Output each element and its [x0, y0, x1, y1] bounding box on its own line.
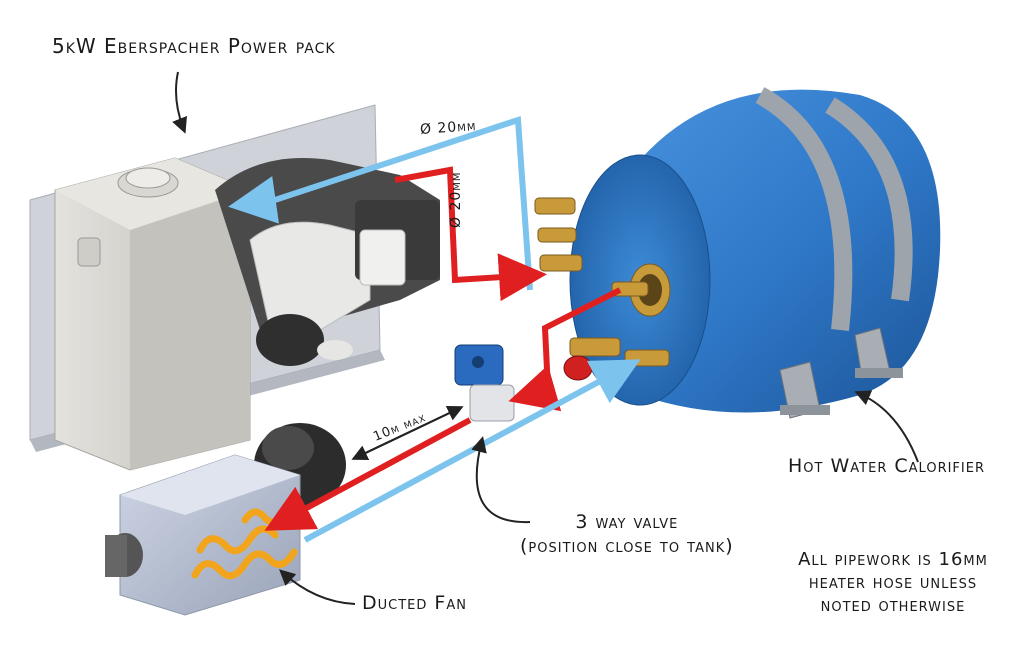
- three-way-valve: [454, 344, 515, 422]
- power-pack-label: 5kW Eberspacher Power pack: [52, 34, 336, 58]
- cold-pipe-return: [303, 359, 641, 543]
- note-line3: noted otherwise: [820, 595, 966, 616]
- cold-pipe-top: [228, 115, 533, 291]
- note-line2: heater hose unless: [808, 572, 978, 593]
- hot-pipe-valve: [508, 287, 622, 412]
- hot-pipe-fan: [264, 417, 472, 531]
- hot-pipe-out: [394, 166, 547, 302]
- note-line1: All pipework is 16mm: [798, 549, 988, 570]
- ducted-fan-box: [105, 454, 301, 616]
- pipework-note: All pipework is 16mm heater hose unless …: [788, 548, 998, 617]
- fuel-tank: [54, 157, 251, 471]
- annotation-arrows: [172, 71, 919, 605]
- vertical-pipe-dimension: Ø 20mm: [448, 171, 464, 228]
- heater-unit: [215, 158, 440, 366]
- valve-label-line2: (position close to tank): [520, 535, 734, 557]
- ducted-fan-label: Ducted Fan: [362, 592, 467, 614]
- calorifier-label: Hot Water Calorifier: [788, 455, 985, 477]
- valve-label: 3 way valve (position close to tank): [520, 510, 734, 558]
- valve-label-line1: 3 way valve: [575, 511, 679, 533]
